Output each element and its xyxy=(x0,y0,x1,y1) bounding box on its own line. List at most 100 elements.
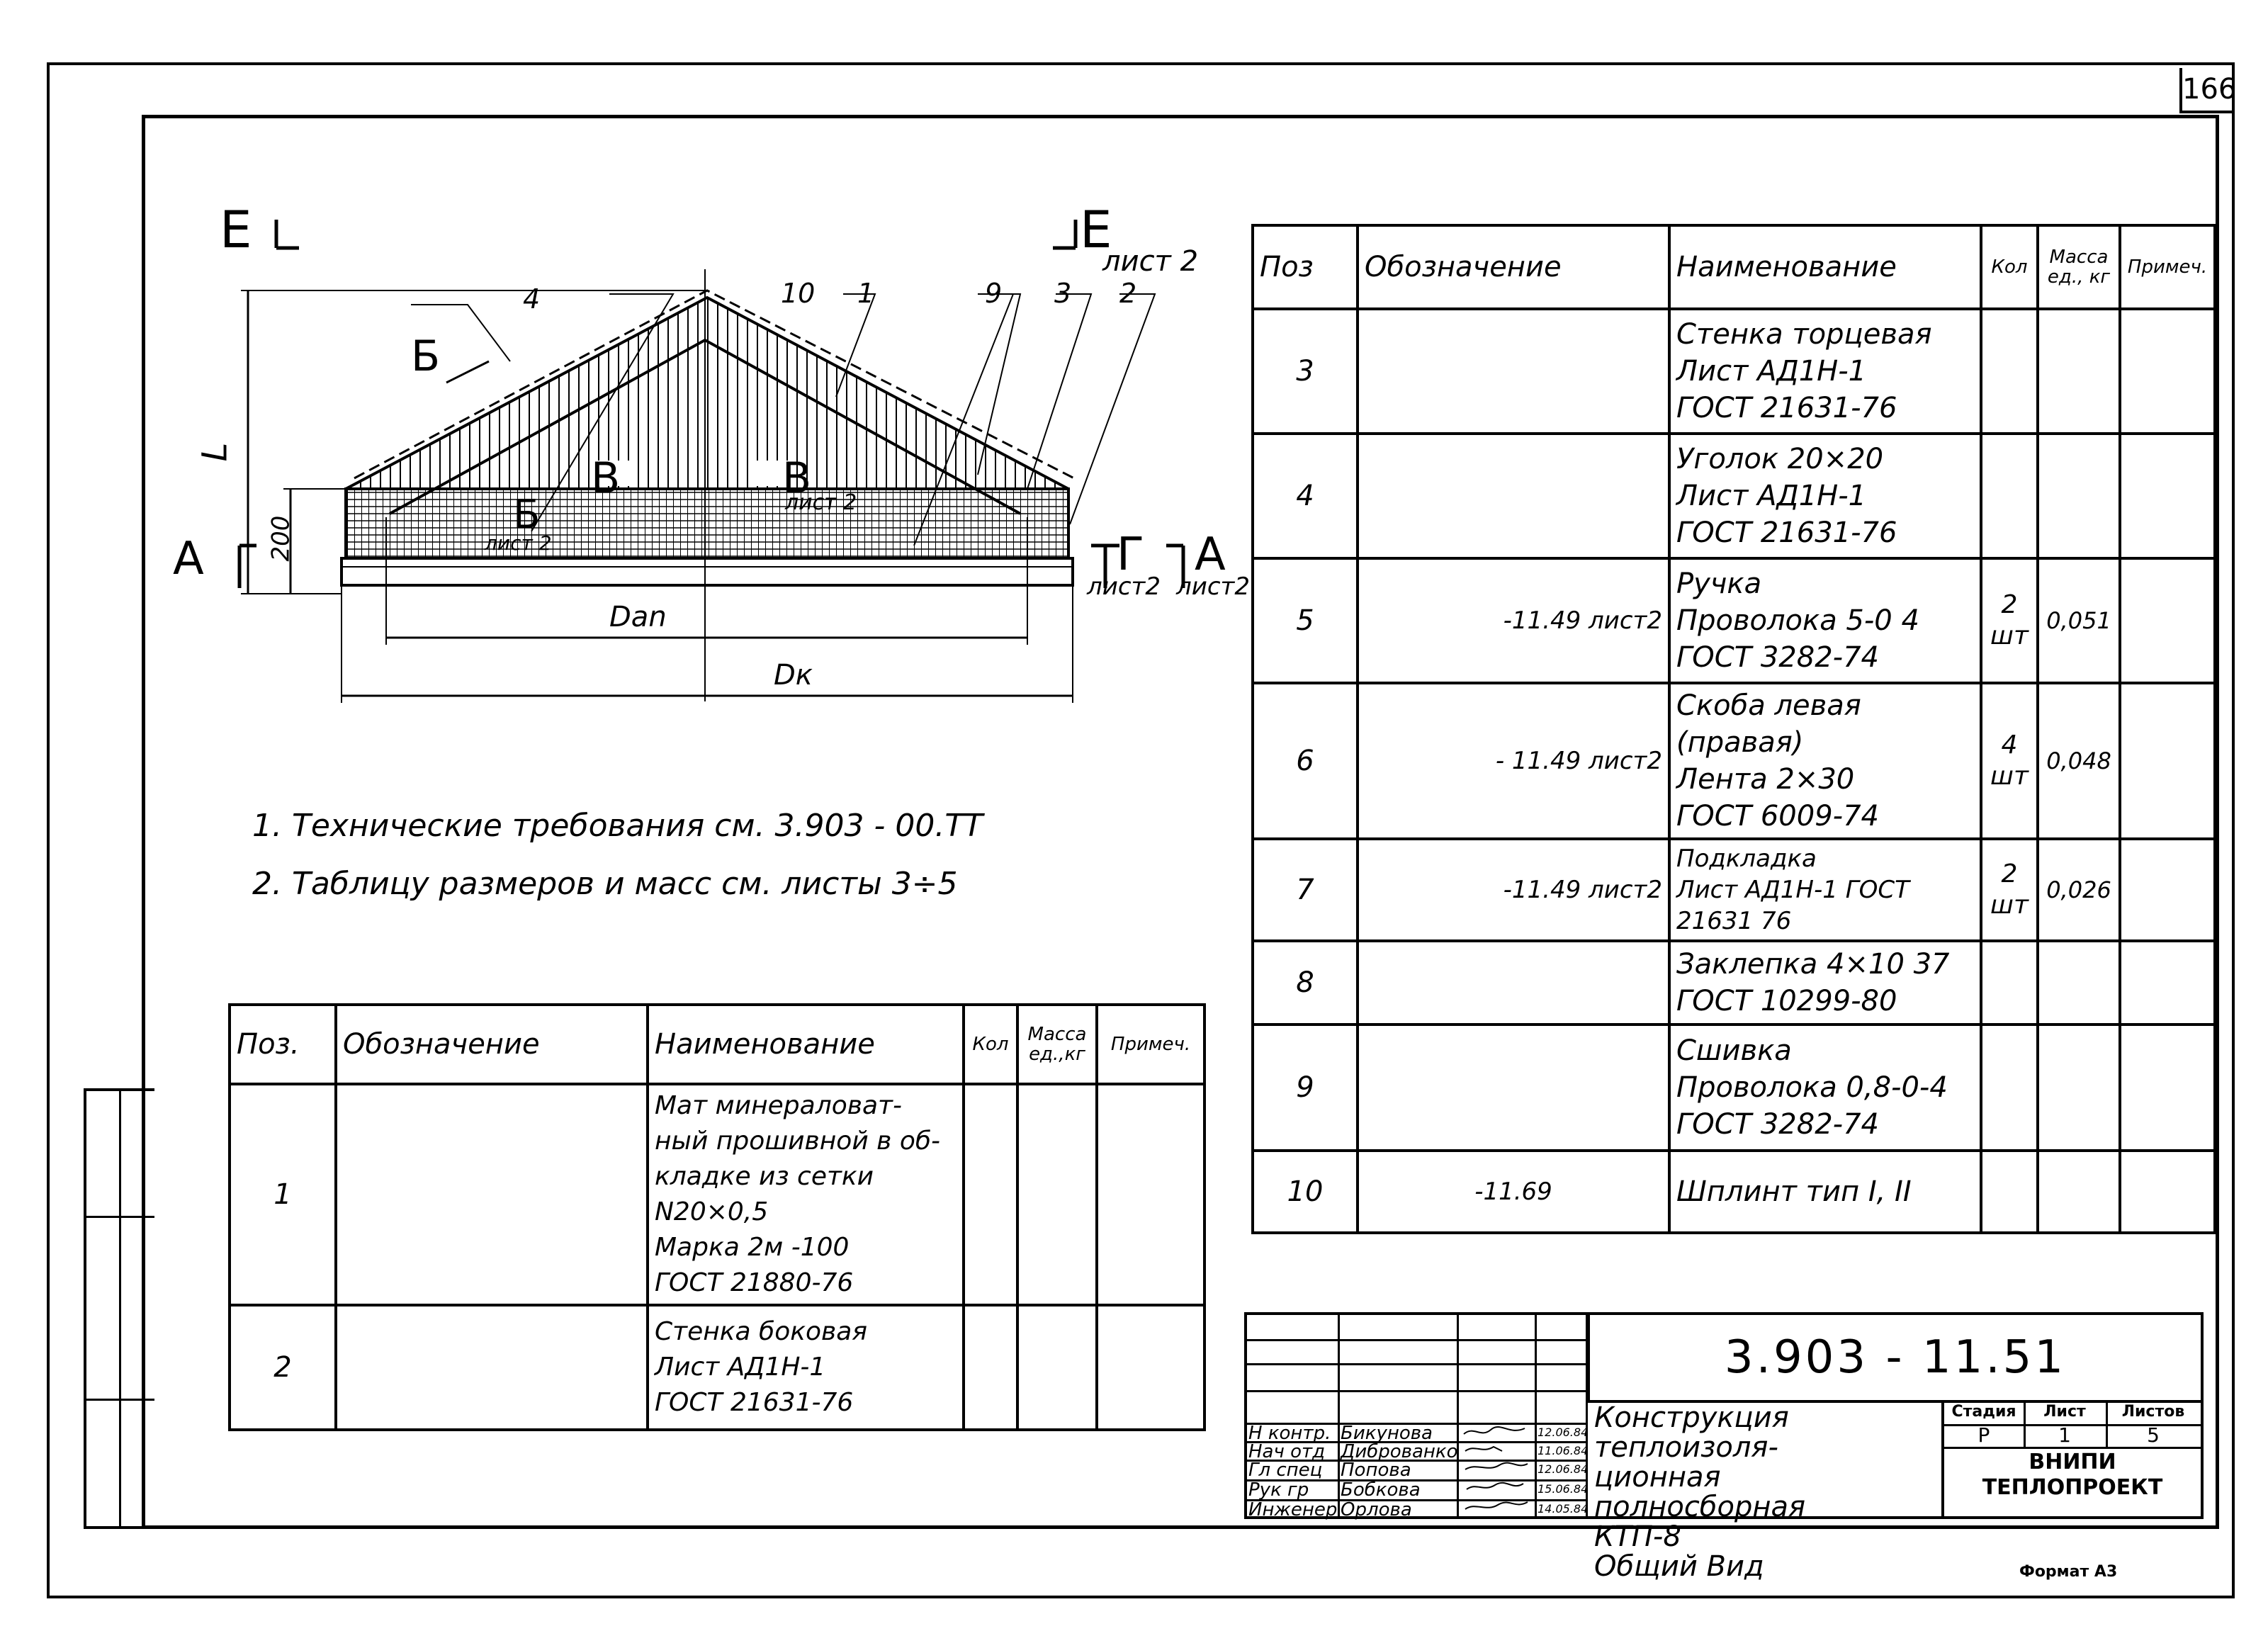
drawing-frame xyxy=(142,115,2219,1529)
header-note: Примеч. xyxy=(2119,224,2216,310)
signature-name: Орлова xyxy=(1341,1499,1412,1520)
spec-header-row: Поз Обозначение Наименование Кол Масса е… xyxy=(1251,224,2216,310)
header-name: Наименование xyxy=(646,1003,965,1085)
row-pos: 8 xyxy=(1251,939,1359,1026)
outer-frame xyxy=(47,62,2235,1598)
row-name: Скоба левая (правая) Лента 2×30 ГОСТ 600… xyxy=(1668,682,1982,840)
row-note xyxy=(2119,1149,2216,1234)
header-qty: Кол xyxy=(1980,224,2039,310)
row-designation: -11.69 xyxy=(1356,1149,1671,1234)
table-row: 2 Стенка боковая Лист АД1Н-1 ГОСТ 21631-… xyxy=(228,1304,1206,1431)
signature-name: Бикунова xyxy=(1341,1423,1433,1444)
row-qty xyxy=(962,1083,1019,1306)
row-pos: 4 xyxy=(1251,432,1359,560)
section-g-label: Г xyxy=(1117,529,1145,581)
section-a-right-label: А xyxy=(1195,529,1226,581)
row-mass xyxy=(2036,1149,2121,1234)
organization: ВНИПИ ТЕПЛОПРОЕКТ xyxy=(1944,1450,2201,1501)
section-a-left-label: А xyxy=(173,533,204,585)
table-row: 4 Уголок 20×20 Лист АД1Н-1 ГОСТ 21631-76 xyxy=(1251,432,2216,560)
row-qty xyxy=(962,1304,1019,1431)
signature-name: Попова xyxy=(1341,1460,1411,1481)
table-row: 9 Сшивка Проволока 0,8-0-4 ГОСТ 3282-74 xyxy=(1251,1023,2216,1152)
spec-header-row: Поз. Обозначение Наименование Кол Масса … xyxy=(228,1003,1206,1085)
row-name: Стенка боковая Лист АД1Н-1 ГОСТ 21631-76 xyxy=(646,1304,965,1431)
view-b-lower-label: Б xyxy=(513,492,541,538)
table-row: 5 -11.49 лист2 Ручка Проволока 5-0 4 ГОС… xyxy=(1251,557,2216,684)
table-row: 6 - 11.49 лист2 Скоба левая (правая) Лен… xyxy=(1251,682,2216,840)
dim-200-label: 200 xyxy=(266,515,295,562)
row-name: Ручка Проволока 5-0 4 ГОСТ 3282-74 xyxy=(1668,557,1982,684)
row-pos: 1 xyxy=(228,1083,337,1306)
dim-l-label: L xyxy=(195,442,235,462)
row-qty xyxy=(1980,939,2039,1026)
organization-line-1: ВНИПИ xyxy=(2029,1450,2116,1474)
left-margin-strip xyxy=(84,1088,154,1529)
row-note xyxy=(2119,939,2216,1026)
row-designation xyxy=(334,1304,649,1431)
stage-label: Стадия xyxy=(1944,1400,2026,1424)
row-mass xyxy=(2036,939,2121,1026)
stage-value: Р xyxy=(1944,1424,2026,1447)
callout-10: 10 xyxy=(781,278,816,309)
header-pos: Поз. xyxy=(228,1003,337,1085)
table-row: 7 -11.49 лист2 Подкладка Лист АД1Н-1 ГОС… xyxy=(1251,837,2216,942)
row-pos: 7 xyxy=(1251,837,1359,942)
row-name: Мат минераловат- ный прошивной в об- кла… xyxy=(646,1083,965,1306)
signature-role: Нач отд xyxy=(1248,1441,1326,1462)
row-qty: 4 шт xyxy=(1980,682,2039,840)
header-note: Примеч. xyxy=(1095,1003,1206,1085)
signature-name: Диброванко xyxy=(1341,1441,1458,1462)
row-designation xyxy=(1356,432,1671,560)
organization-line-2: ТЕПЛОПРОЕКТ xyxy=(1982,1475,2163,1500)
document-code: 3.903 - 11.51 xyxy=(1587,1315,2201,1403)
row-name: Заклепка 4×10 37 ГОСТ 10299-80 xyxy=(1668,939,1982,1026)
row-mass xyxy=(2036,1023,2121,1152)
row-name: Уголок 20×20 Лист АД1Н-1 ГОСТ 21631-76 xyxy=(1668,432,1982,560)
header-designation: Обозначение xyxy=(334,1003,649,1085)
callout-9: 9 xyxy=(985,278,1003,309)
dim-dan-label: Dan xyxy=(609,601,667,633)
row-pos: 6 xyxy=(1251,682,1359,840)
row-mass xyxy=(1016,1304,1098,1431)
sheet-number: 166 xyxy=(2179,68,2236,113)
row-designation xyxy=(334,1083,649,1306)
row-note xyxy=(1095,1304,1206,1431)
signature-grid: Н контр. Бикунова 12.06.84 Нач отд Дибро… xyxy=(1247,1315,1588,1520)
header-mass: Масса ед., кг xyxy=(2036,224,2121,310)
row-designation xyxy=(1356,1023,1671,1152)
header-pos: Поз xyxy=(1251,224,1359,310)
row-name: Сшивка Проволока 0,8-0-4 ГОСТ 3282-74 xyxy=(1668,1023,1982,1152)
row-mass: 0,051 xyxy=(2036,557,2121,684)
row-qty xyxy=(1980,432,2039,560)
header-designation: Обозначение xyxy=(1356,224,1671,310)
row-designation xyxy=(1356,307,1671,435)
section-a-ref: лист2 xyxy=(1176,572,1250,601)
note-2: 2. Таблицу размеров и масс см. листы 3÷5 xyxy=(252,866,958,902)
row-designation xyxy=(1356,939,1671,1026)
row-designation: -11.49 лист2 xyxy=(1356,557,1671,684)
row-pos: 2 xyxy=(228,1304,337,1431)
row-note xyxy=(2119,307,2216,435)
sheets-label: Листов xyxy=(2121,1403,2185,1421)
callout-3: 3 xyxy=(1054,278,1072,309)
row-pos: 9 xyxy=(1251,1023,1359,1152)
general-view-drawing xyxy=(237,220,1185,703)
table-row: 8 Заклепка 4×10 37 ГОСТ 10299-80 xyxy=(1251,939,2216,1026)
row-qty xyxy=(1980,1023,2039,1152)
spec-table-left: Поз. Обозначение Наименование Кол Масса … xyxy=(228,1003,1206,1431)
signature-role: Рук гр xyxy=(1248,1479,1309,1501)
header-name: Наименование xyxy=(1668,224,1982,310)
row-note xyxy=(1095,1083,1206,1306)
sheet-value: 1 xyxy=(2024,1424,2108,1447)
row-name: Подкладка Лист АД1Н-1 ГОСТ 21631 76 xyxy=(1668,837,1982,942)
format-label: Формат А3 xyxy=(2019,1563,2118,1581)
section-e-left-label: Е xyxy=(220,200,252,259)
row-pos: 3 xyxy=(1251,307,1359,435)
section-v-right-label: В xyxy=(782,453,812,503)
view-b-lower-ref: лист 2 xyxy=(485,531,552,555)
row-note xyxy=(2119,1023,2216,1152)
row-mass: 0,048 xyxy=(2036,682,2121,840)
section-g-ref: лист2 xyxy=(1087,572,1161,601)
signature-role: Инженер xyxy=(1248,1499,1338,1520)
